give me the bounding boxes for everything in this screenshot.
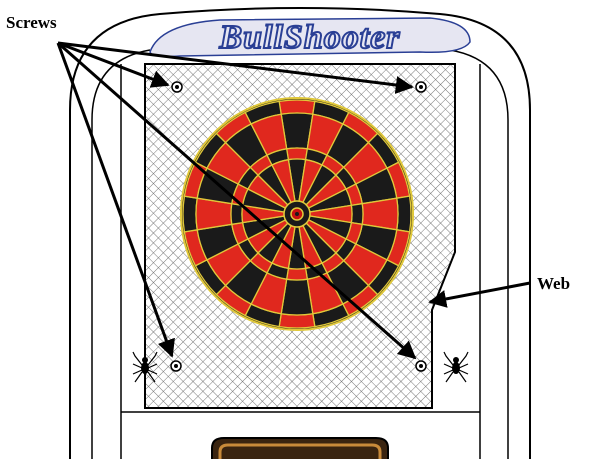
web-label: Web (537, 275, 570, 292)
screw-bottom-right (416, 361, 426, 371)
screw-bottom-left (171, 361, 181, 371)
dartboard-treble-segment (231, 204, 243, 225)
dartboard-double-segment (183, 196, 197, 232)
screw-top-left (172, 82, 182, 92)
dartboard-treble-segment (287, 268, 308, 280)
dartboard-double-segment (279, 314, 315, 328)
logo-wordmark: BullShooter (218, 19, 400, 56)
score-display-window (212, 438, 388, 459)
dartboard (181, 98, 413, 330)
dartboard-treble-segment (287, 148, 308, 160)
dartboard-double-segment (397, 196, 411, 232)
dartboard-double-segment (279, 100, 315, 114)
dartboard-center-dot (295, 212, 299, 216)
dartboard-treble-segment (351, 204, 363, 225)
screws-label: Screws (6, 14, 57, 31)
screw-top-right (416, 82, 426, 92)
bullshooter-logo: BullShooter (150, 18, 470, 57)
